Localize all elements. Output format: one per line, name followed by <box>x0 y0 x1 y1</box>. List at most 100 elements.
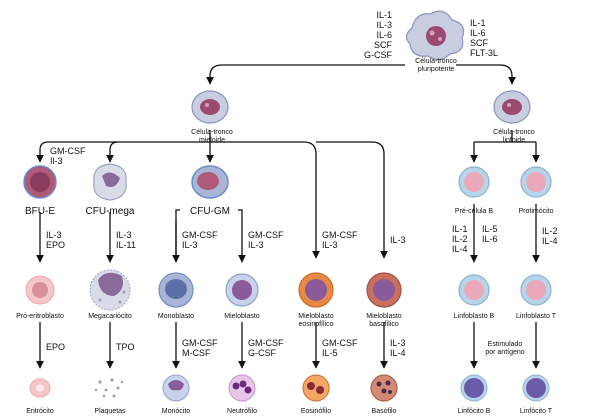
cytokine-bfu-to-pro: IL-3 EPO <box>46 230 65 250</box>
mieloblasto-icon <box>225 273 259 307</box>
line-lymphoid-split <box>474 130 536 143</box>
pro-eritroblasto-label: Pró-eritroblasto <box>16 313 64 320</box>
svg-text:GM-CSF: GM-CSF <box>248 230 284 240</box>
svg-text:IL-4: IL-4 <box>542 236 558 246</box>
svg-text:Il-3: Il-3 <box>50 156 63 166</box>
mieloblasto-label: Mieloblasto <box>224 313 260 320</box>
eritrocito-label: Eritrócito <box>26 408 54 415</box>
svg-text:Estimulado: Estimulado <box>488 341 523 348</box>
stem-cell-label-1: Célula-tronco <box>415 58 457 65</box>
bfu-e-label: BFU-E <box>25 206 55 217</box>
monoblasto-label: Monoblasto <box>158 313 194 320</box>
protimocito-cell-icon <box>520 166 552 198</box>
monocito-icon <box>162 374 190 402</box>
linfocito-b-icon <box>460 374 488 402</box>
svg-text:FLT-3L: FLT-3L <box>470 48 498 58</box>
svg-text:IL-3: IL-3 <box>116 230 132 240</box>
cytokine-mono-to-monocito: GM-CSF M-CSF <box>182 338 218 358</box>
line-myeloid-branch <box>48 141 320 259</box>
eritrocito-icon <box>29 378 51 398</box>
neutrofilo-label: Neutrófilo <box>227 408 257 415</box>
mielo-bas-label-2: basofílico <box>369 321 399 328</box>
mielo-bas-label-1: Mieloblasto <box>366 313 402 320</box>
svg-text:IL-3: IL-3 <box>182 240 198 250</box>
svg-text:IL-5: IL-5 <box>322 348 338 358</box>
svg-text:SCF: SCF <box>374 40 393 50</box>
svg-text:GM-CSF: GM-CSF <box>248 338 284 348</box>
svg-text:GM-CSF: GM-CSF <box>322 338 358 348</box>
pre-b-cell-icon <box>458 166 490 198</box>
linfoblasto-b-icon <box>458 274 490 306</box>
svg-text:IL-6: IL-6 <box>376 30 392 40</box>
megacariocito-label: Megacariócito <box>88 313 132 320</box>
pre-b-label: Pré-célula B <box>455 208 493 215</box>
lymphoid-label-1: Célula-tronco <box>493 129 535 136</box>
stem-cell-icon <box>405 10 465 61</box>
stem-cell-label-2: pluripotente <box>418 66 455 73</box>
svg-text:G-CSF: G-CSF <box>364 50 393 60</box>
svg-text:IL-3: IL-3 <box>390 235 406 245</box>
svg-text:IL-4: IL-4 <box>390 348 406 358</box>
cfu-mega-label: CFU-mega <box>86 206 135 217</box>
cytokine-gm-to-mono: GM-CSF IL-3 <box>182 230 218 250</box>
svg-text:EPO: EPO <box>46 240 65 250</box>
linfoblasto-t-label: Linfoblasto T <box>516 313 557 320</box>
cfu-gm-cell-icon <box>191 165 229 199</box>
svg-text:IL-1: IL-1 <box>470 18 486 28</box>
svg-text:IL-4: IL-4 <box>452 244 468 254</box>
eosinofilo-icon <box>302 374 330 402</box>
svg-text:IL-1: IL-1 <box>376 10 392 20</box>
svg-text:por antígeno: por antígeno <box>485 349 524 356</box>
basofilo-icon <box>370 374 398 402</box>
svg-text:IL-11: IL-11 <box>116 240 136 250</box>
neutrofilo-icon <box>228 374 256 402</box>
myeloid-stem-cell-icon <box>191 90 229 124</box>
line-to-basophil-branch <box>316 141 388 259</box>
linfocito-t-label: Linfócito T <box>520 408 553 415</box>
arrow-to-bfu-e <box>36 141 49 163</box>
cytokine-to-bas: IL-3 <box>390 235 406 245</box>
cytokine-mega-step: IL-3 IL-11 <box>116 230 136 250</box>
svg-text:TPO: TPO <box>116 342 135 352</box>
svg-text:GM-CSF: GM-CSF <box>182 230 218 240</box>
svg-text:EPO: EPO <box>46 342 65 352</box>
cytokine-mielo-to-neutro: GM-CSF G-CSF <box>248 338 284 358</box>
linfoblasto-t-icon <box>520 274 552 306</box>
cytokine-protimo-step: IL-2 IL-4 <box>542 226 558 246</box>
mielo-eos-label-2: eosinofílico <box>298 321 333 328</box>
svg-text:IL-3: IL-3 <box>322 240 338 250</box>
cytokine-pro-to-eri: EPO <box>46 342 65 352</box>
cytokine-pre-b: IL-1 IL-2 IL-4 IL-5 IL-6 <box>452 224 498 254</box>
svg-text:GM-CSF: GM-CSF <box>182 338 218 348</box>
svg-text:IL-1: IL-1 <box>452 224 468 234</box>
svg-text:M-CSF: M-CSF <box>182 348 211 358</box>
linfoblasto-b-label: Linfoblasto B <box>454 313 495 320</box>
mieloblasto-eosinofilico-icon <box>298 272 334 308</box>
svg-text:G-CSF: G-CSF <box>248 348 277 358</box>
plaquetas-label: Plaquetas <box>94 408 126 415</box>
linfocito-t-icon <box>522 374 550 402</box>
cytokine-stem-left: IL-1 IL-3 IL-6 SCF G-CSF <box>364 10 393 60</box>
cytokine-myeloid-split: GM-CSF Il-3 <box>50 146 86 166</box>
svg-text:IL-3: IL-3 <box>248 240 264 250</box>
cfu-gm-label: CFU-GM <box>190 206 230 217</box>
svg-text:IL-6: IL-6 <box>470 28 486 38</box>
cytokine-gm-to-mielo: GM-CSF IL-3 <box>248 230 284 250</box>
arrow-to-cfu-mega <box>106 141 119 163</box>
mieloblasto-basofilico-icon <box>366 272 402 308</box>
plaquetas-icon <box>94 378 124 398</box>
svg-text:IL-6: IL-6 <box>482 234 498 244</box>
myeloid-label-1: Célula-tronco <box>191 129 233 136</box>
protimocito-label: Protimócito <box>518 208 553 215</box>
myeloid-label-2: mieloide <box>199 137 225 144</box>
lymphoid-stem-cell-icon <box>493 90 531 124</box>
arrow-stem-to-myeloid <box>206 64 405 85</box>
cytokine-eos-final: GM-CSF IL-5 <box>322 338 358 358</box>
svg-text:IL-2: IL-2 <box>452 234 468 244</box>
cytokine-to-eos: GM-CSF IL-3 <box>322 230 358 250</box>
svg-text:GM-CSF: GM-CSF <box>50 146 86 156</box>
cytokine-stem-right: IL-1 IL-6 SCF FLT-3L <box>470 18 498 58</box>
cfu-mega-cell-icon <box>93 163 127 201</box>
